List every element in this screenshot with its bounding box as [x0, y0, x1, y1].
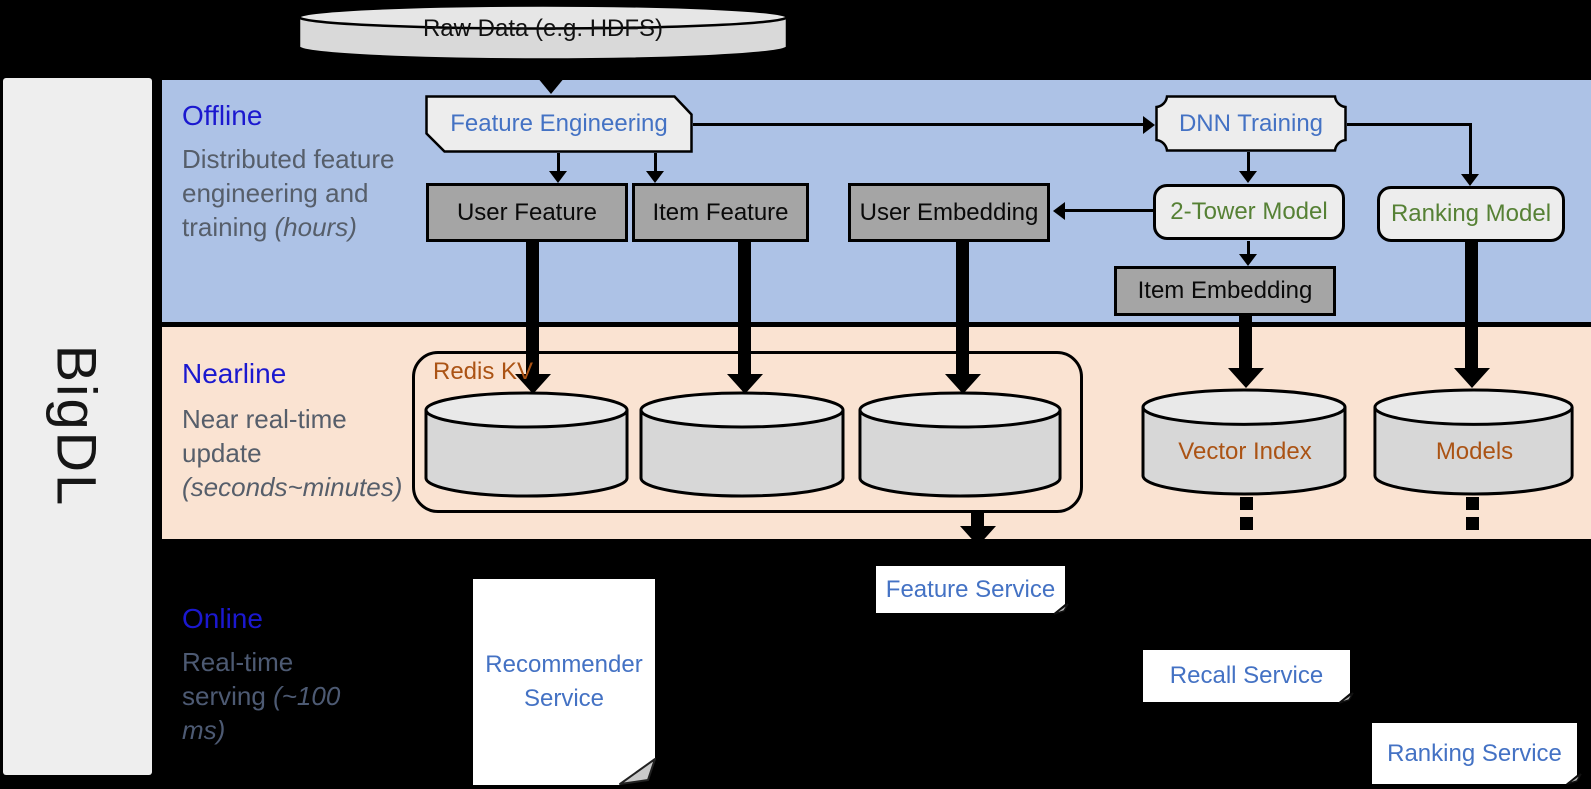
page-fold-icon [619, 758, 656, 785]
nearline-label: Nearline [182, 358, 287, 389]
arrow-shaft [1347, 123, 1472, 126]
arrow-shaft [956, 242, 969, 376]
arrow-shaft [1247, 241, 1250, 255]
bigdl-sidebar [3, 78, 152, 775]
online-latency: (~100 ms) [182, 681, 341, 745]
online-description-text: Real-time serving [182, 647, 294, 711]
arrow-head [1053, 202, 1065, 220]
arrow-head [960, 526, 996, 546]
ranking-model-node: Ranking Model [1377, 186, 1565, 242]
dnn-training-label: DNN Training [1178, 109, 1324, 137]
arrow-head [1454, 368, 1490, 388]
recommender-service-node: Recommender Service [473, 579, 655, 785]
arrow-shaft [654, 153, 657, 173]
arrow-shaft [693, 123, 1145, 126]
arrow-shaft [526, 242, 539, 376]
arrow-shaft [1247, 152, 1250, 172]
dnn-training-node [1155, 95, 1347, 152]
offline-description: Distributed feature engineering and trai… [182, 142, 407, 244]
arrow-head [646, 171, 664, 183]
raw-data-cylinder [297, 4, 789, 61]
online-description: Real-time serving (~100 ms) [182, 645, 342, 747]
nearline-description-text: Near real-time update [182, 404, 347, 468]
page-fold-icon [1053, 603, 1069, 615]
page-fold-icon [1338, 692, 1354, 704]
nearline-latency: (seconds~minutes) [182, 472, 403, 502]
item-feature-node: Item Feature [632, 183, 809, 242]
dash-segment [1466, 517, 1479, 530]
arrow-head [537, 77, 565, 94]
redis-kv-container [412, 351, 1083, 513]
dash-segment [1466, 497, 1479, 510]
recall-service-node: Recall Service [1143, 650, 1350, 702]
item-embedding-node: Item Embedding [1114, 266, 1336, 316]
user-embedding-node: User Embedding [848, 183, 1050, 242]
kv-store-cylinder-2 [639, 391, 845, 498]
feature-service-node: Feature Service [876, 566, 1065, 613]
arrow-shaft [547, 62, 556, 79]
feature-engineering-node [425, 95, 693, 153]
vector-index-cylinder [1141, 388, 1347, 496]
arrow-shaft [1469, 123, 1472, 175]
page-fold-icon [1566, 773, 1582, 785]
arrow-head [1461, 174, 1479, 186]
arrow-shaft [557, 153, 560, 173]
offline-label: Offline [182, 100, 263, 131]
dash-segment [1240, 497, 1253, 510]
arrow-head [1239, 254, 1257, 266]
redis-kv-label: Redis KV [433, 358, 534, 385]
dash-segment [1240, 517, 1253, 530]
two-tower-model-node: 2-Tower Model [1153, 184, 1345, 240]
arrow-head [945, 374, 981, 394]
arrow-shaft [738, 242, 751, 376]
online-label: Online [182, 603, 263, 634]
offline-latency: (hours) [274, 212, 357, 242]
arrow-shaft [971, 512, 984, 528]
user-feature-node: User Feature [426, 183, 628, 242]
arrow-shaft [1239, 316, 1252, 370]
offline-description-text: Distributed feature engineering and trai… [182, 144, 395, 242]
kv-store-cylinder-3 [858, 391, 1062, 498]
arrow-shaft [1064, 209, 1153, 212]
raw-data-label: Raw Data (e.g. HDFS) [422, 15, 664, 42]
arrow-shaft [1465, 242, 1478, 370]
arrow-head [1239, 171, 1257, 183]
kv-store-cylinder-1 [424, 391, 629, 498]
arrow-head [549, 171, 567, 183]
arrow-head [515, 374, 551, 394]
feature-engineering-label: Feature Engineering [450, 110, 668, 137]
vector-index-label: Vector Index [1178, 437, 1312, 465]
models-cylinder [1373, 388, 1574, 496]
ranking-service-node: Ranking Service [1372, 723, 1577, 784]
nearline-description: Near real-time update (seconds~minutes) [182, 402, 422, 504]
bigdl-title: BigDL [45, 344, 109, 508]
arrow-head [1228, 368, 1264, 388]
arrow-head [727, 374, 763, 394]
arrow-head [1143, 116, 1155, 134]
models-label: Models [1435, 437, 1514, 465]
